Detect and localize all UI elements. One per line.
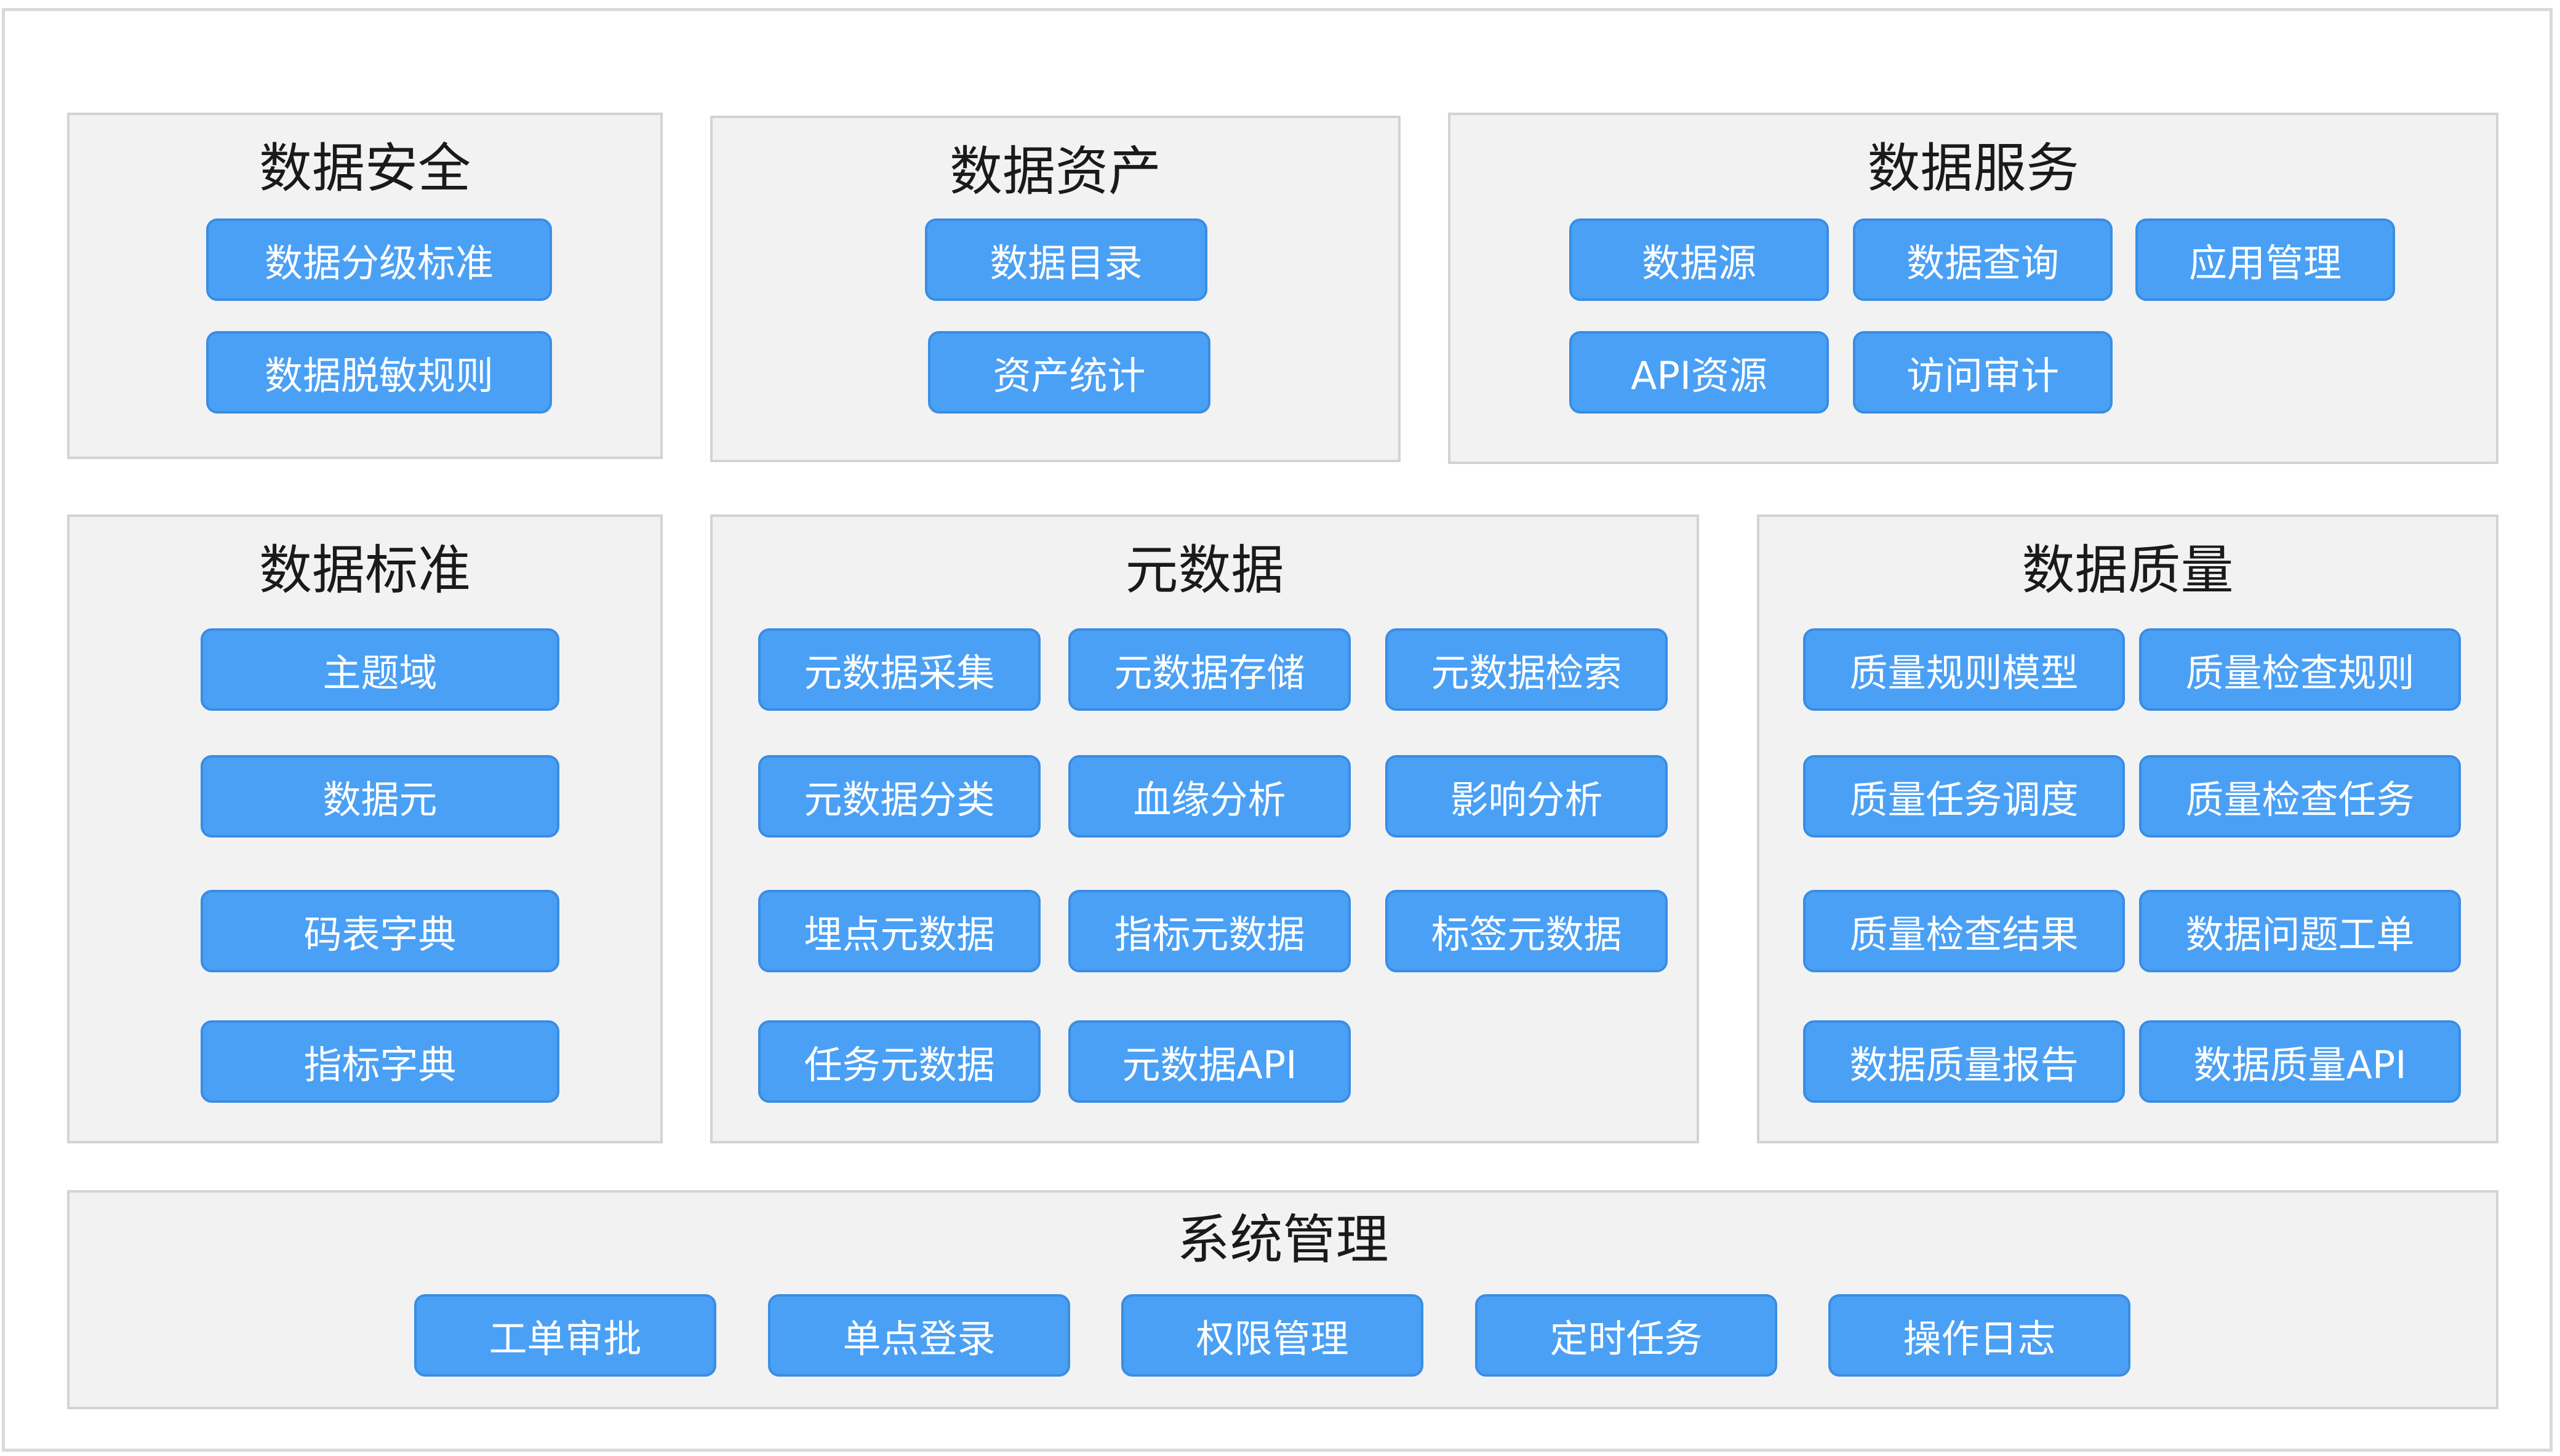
module-button[interactable]: 操作日志 [1828,1294,2130,1377]
module-button[interactable]: 主题域 [201,628,559,711]
module-button[interactable]: 元数据存储 [1068,628,1351,711]
module-button[interactable]: 定时任务 [1475,1294,1777,1377]
module-button[interactable]: 质量规则模型 [1803,628,2125,711]
panel-title: 元数据 [1125,540,1284,601]
module-button[interactable]: 工单审批 [414,1294,716,1377]
module-button[interactable]: 访问审计 [1853,331,2113,414]
module-button[interactable]: 数据源 [1569,218,1829,301]
module-button[interactable]: 任务元数据 [758,1020,1041,1103]
module-button[interactable]: 元数据分类 [758,755,1041,838]
panel-data-quality: 数据质量 质量规则模型 质量检查规则 质量任务调度 质量检查任务 质量检查结果 … [1757,514,2498,1143]
panel-data-assets: 数据资产 数据目录 资产统计 [710,116,1401,462]
panel-title: 数据标准 [259,540,471,601]
panel-metadata: 元数据 元数据采集 元数据存储 元数据检索 元数据分类 血缘分析 影响分析 埋点… [710,514,1699,1143]
module-button[interactable]: API资源 [1569,331,1829,414]
panel-title: 数据资产 [950,141,1161,202]
module-button[interactable]: 元数据API [1068,1020,1351,1103]
module-button[interactable]: 质量检查规则 [2139,628,2461,711]
module-button[interactable]: 指标字典 [201,1020,559,1103]
panel-data-services: 数据服务 数据源 数据查询 应用管理 API资源 访问审计 [1448,113,2498,464]
module-button[interactable]: 质量检查任务 [2139,755,2461,838]
module-button[interactable]: 数据脱敏规则 [206,331,552,414]
module-button[interactable]: 数据查询 [1853,218,2113,301]
panel-title: 数据服务 [1867,138,2079,199]
module-button[interactable]: 应用管理 [2135,218,2395,301]
module-button[interactable]: 资产统计 [928,331,1210,414]
module-button[interactable]: 单点登录 [768,1294,1070,1377]
module-button[interactable]: 埋点元数据 [758,890,1041,972]
module-button[interactable]: 数据质量报告 [1803,1020,2125,1103]
module-button[interactable]: 指标元数据 [1068,890,1351,972]
panel-title: 系统管理 [1177,1209,1389,1271]
module-button[interactable]: 元数据检索 [1385,628,1668,711]
module-button[interactable]: 标签元数据 [1385,890,1668,972]
module-button[interactable]: 数据问题工单 [2139,890,2461,972]
panel-title: 数据安全 [259,138,471,199]
panel-data-security: 数据安全 数据分级标准 数据脱敏规则 [67,113,663,459]
module-button[interactable]: 血缘分析 [1068,755,1351,838]
module-button[interactable]: 质量任务调度 [1803,755,2125,838]
module-button[interactable]: 元数据采集 [758,628,1041,711]
module-button[interactable]: 数据分级标准 [206,218,552,301]
panel-system-management: 系统管理 工单审批 单点登录 权限管理 定时任务 操作日志 [67,1190,2498,1409]
panel-data-standards: 数据标准 主题域 数据元 码表字典 指标字典 [67,514,663,1143]
module-button[interactable]: 码表字典 [201,890,559,972]
module-button[interactable]: 权限管理 [1121,1294,1423,1377]
module-button[interactable]: 数据质量API [2139,1020,2461,1103]
panel-title: 数据质量 [2022,540,2234,601]
module-button[interactable]: 影响分析 [1385,755,1668,838]
module-button[interactable]: 数据元 [201,755,559,838]
module-button[interactable]: 数据目录 [925,218,1207,301]
module-button[interactable]: 质量检查结果 [1803,890,2125,972]
